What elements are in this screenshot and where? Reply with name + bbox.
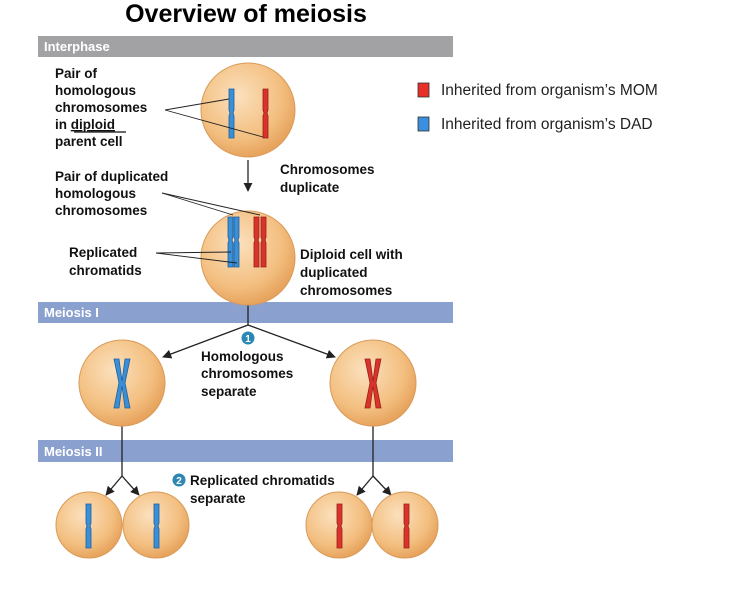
legend-dad-label: Inherited from organism’s DAD — [441, 116, 653, 133]
parent-cell — [200, 62, 296, 158]
arrows — [105, 160, 392, 496]
step2-badge — [172, 473, 186, 487]
pair-homologous-label: Pair of homologous chromosomes in diploi… — [55, 66, 151, 149]
mom-x-chromosome — [364, 358, 382, 409]
step1-badge — [241, 331, 255, 345]
mom-duplicated-chromosome — [253, 216, 267, 268]
dad-chromatid-2 — [153, 503, 160, 549]
duplicated-cell — [200, 210, 296, 306]
meiosis2-bar — [38, 440, 453, 462]
dad-duplicated-chromosome — [227, 216, 240, 268]
mom-chromosome — [262, 88, 269, 139]
diploid-cell-label: Diploid cell with duplicated chromosomes — [300, 247, 407, 298]
legend: Inherited from organism’s MOM Inherited … — [417, 82, 658, 133]
meiosis1-bar — [38, 302, 453, 323]
legend-dad-swatch — [417, 116, 430, 132]
dad-chromosome — [228, 88, 235, 139]
legend-mom-swatch — [417, 82, 430, 98]
meiosis1-label: Meiosis I — [44, 305, 99, 320]
mom-chromatid-2 — [403, 503, 410, 549]
step2-number: 2 — [176, 476, 182, 487]
diagram-title: Overview of meiosis — [125, 0, 367, 28]
replicated-chromatids-label: Replicated chromatids — [69, 245, 142, 278]
dad-chromatid-1 — [85, 503, 92, 549]
pointer-lines — [155, 98, 264, 264]
homologous-separate-label: Homologous chromosomes separate — [201, 349, 297, 399]
legend-mom-label: Inherited from organism’s MOM — [441, 82, 658, 99]
pair-duplicated-label: Pair of duplicated homologous chromosome… — [55, 169, 172, 218]
meiosis2-label: Meiosis II — [44, 444, 103, 459]
interphase-bar — [38, 36, 453, 57]
dad-x-chromosome — [113, 358, 131, 409]
mom-chromatid-1 — [336, 503, 343, 549]
chromatids-separate-label: Replicated chromatids separate — [190, 473, 339, 506]
step1-number: 1 — [245, 334, 251, 345]
interphase-label: Interphase — [44, 39, 110, 54]
chromosomes-duplicate-label: Chromosomes duplicate — [280, 162, 378, 195]
